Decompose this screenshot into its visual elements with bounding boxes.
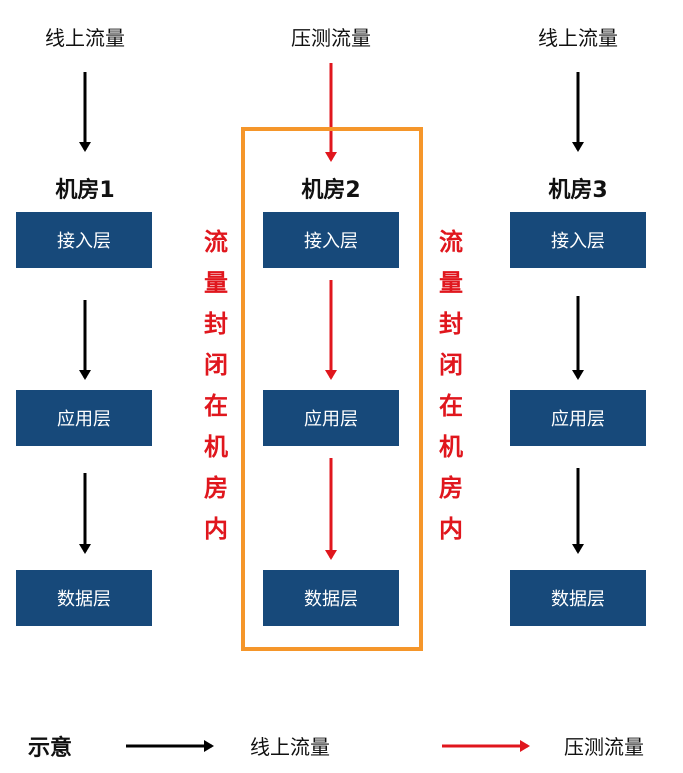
room1-access-layer: 接入层: [16, 212, 152, 268]
annotation-right-char: 闭: [439, 351, 463, 379]
annotation-right: 流 量 封 闭 在 机 房 内: [436, 222, 466, 550]
annotation-right-char: 封: [439, 310, 463, 338]
annotation-left-char: 封: [204, 310, 228, 338]
source-label-right: 线上流量: [538, 26, 618, 50]
room2-access-layer: 接入层: [263, 212, 399, 268]
annotation-right-char: 量: [439, 269, 463, 297]
annotation-left-char: 房: [204, 474, 228, 502]
annotation-left-char: 内: [204, 515, 228, 543]
source-label-center: 压测流量: [291, 26, 371, 50]
room2-data-layer: 数据层: [263, 570, 399, 626]
room3-app-layer: 应用层: [510, 390, 646, 446]
annotation-right-char: 在: [439, 392, 463, 420]
annotation-left: 流 量 封 闭 在 机 房 内: [201, 222, 231, 550]
annotation-right-char: 房: [439, 474, 463, 502]
room3-access-layer: 接入层: [510, 212, 646, 268]
annotation-left-char: 机: [204, 433, 228, 461]
legend-online-label: 线上流量: [250, 735, 330, 759]
traffic-isolation-box: [241, 127, 423, 651]
annotation-right-char: 内: [439, 515, 463, 543]
annotation-left-char: 在: [204, 392, 228, 420]
legend-title: 示意: [28, 736, 73, 761]
annotation-left-char: 流: [204, 228, 228, 256]
annotation-right-char: 机: [439, 433, 463, 461]
annotation-left-char: 闭: [204, 351, 228, 379]
room3-data-layer: 数据层: [510, 570, 646, 626]
annotation-right-char: 流: [439, 228, 463, 256]
room-title-3: 机房3: [548, 178, 608, 203]
room2-app-layer: 应用层: [263, 390, 399, 446]
room1-app-layer: 应用层: [16, 390, 152, 446]
room-title-2: 机房2: [301, 178, 361, 203]
room1-data-layer: 数据层: [16, 570, 152, 626]
room-title-1: 机房1: [55, 178, 115, 203]
legend-stress-label: 压测流量: [564, 735, 644, 759]
source-label-left: 线上流量: [45, 26, 125, 50]
annotation-left-char: 量: [204, 269, 228, 297]
